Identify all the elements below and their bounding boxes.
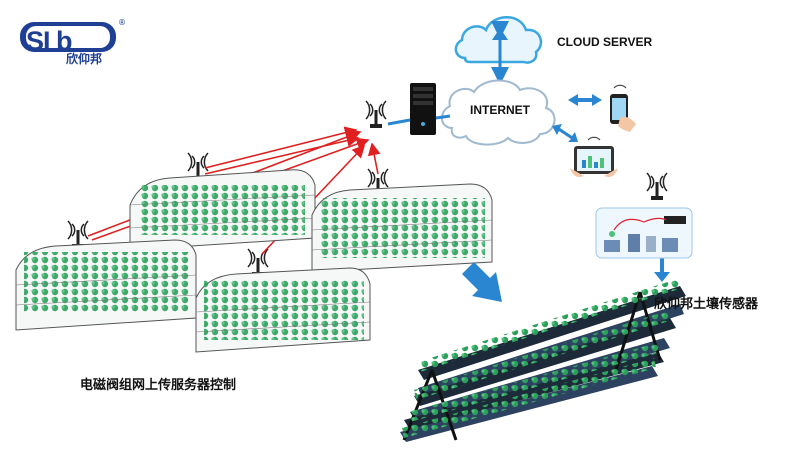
registered-mark: ® bbox=[118, 18, 126, 27]
cloud-server-label: CLOUD SERVER bbox=[557, 35, 653, 49]
phone-icon bbox=[610, 84, 636, 132]
hydroponic-rack-icon bbox=[400, 278, 686, 442]
server-icon bbox=[387, 83, 451, 135]
antenna-icon bbox=[67, 220, 89, 248]
sensor-icon bbox=[595, 207, 693, 259]
logo bbox=[20, 22, 116, 52]
antenna-icon bbox=[365, 100, 387, 128]
soil-sensor-label: 欣仰邦土壤传感器 bbox=[654, 297, 759, 312]
valve-control-label: 电磁阀组网上传服务器控制 bbox=[80, 378, 237, 393]
logo-text: SI b bbox=[26, 26, 73, 56]
internet-label: INTERNET bbox=[470, 103, 530, 117]
greenhouse-icon bbox=[15, 239, 197, 331]
tablet-icon bbox=[570, 136, 618, 177]
antenna-icon bbox=[247, 248, 269, 276]
internet-cloud-icon bbox=[441, 79, 556, 146]
logo-chinese-name: 欣仰邦 bbox=[66, 52, 103, 66]
greenhouse-icon bbox=[195, 267, 371, 353]
greenhouse-icon bbox=[311, 183, 493, 273]
greenhouse-icon bbox=[129, 169, 316, 251]
cloud-icon bbox=[454, 16, 543, 85]
data-arrows bbox=[462, 94, 670, 302]
antenna-icon bbox=[646, 172, 668, 200]
